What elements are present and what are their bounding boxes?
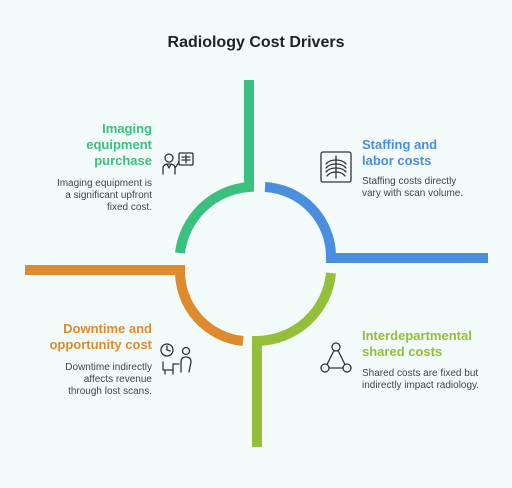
staffing-heading: Staffing and labor costs (362, 137, 438, 168)
diagram-title: Radiology Cost Drivers (167, 34, 345, 51)
staffing-description: Staffing costs directly vary with scan v… (362, 176, 464, 199)
waiting-clock-icon (160, 343, 192, 375)
downtime-heading: Downtime and opportunity cost (49, 321, 152, 352)
equipment-connector (175, 80, 254, 254)
shared-heading: Interdepartmental shared costs (362, 328, 472, 359)
doctor-xray-icon (162, 152, 194, 175)
xray-chest-icon (320, 151, 352, 183)
staffing-connector (264, 182, 488, 263)
shared-connector (252, 272, 336, 447)
downtime-description: Downtime indirectly affects revenue thro… (65, 362, 152, 397)
network-nodes-icon (320, 342, 352, 373)
downtime-connector (25, 265, 244, 346)
equipment-description: Imaging equipment is a significant upfro… (56, 178, 152, 213)
equipment-heading: Imaging equipment purchase (86, 121, 152, 168)
shared-description: Shared costs are fixed but indirectly im… (362, 368, 480, 391)
